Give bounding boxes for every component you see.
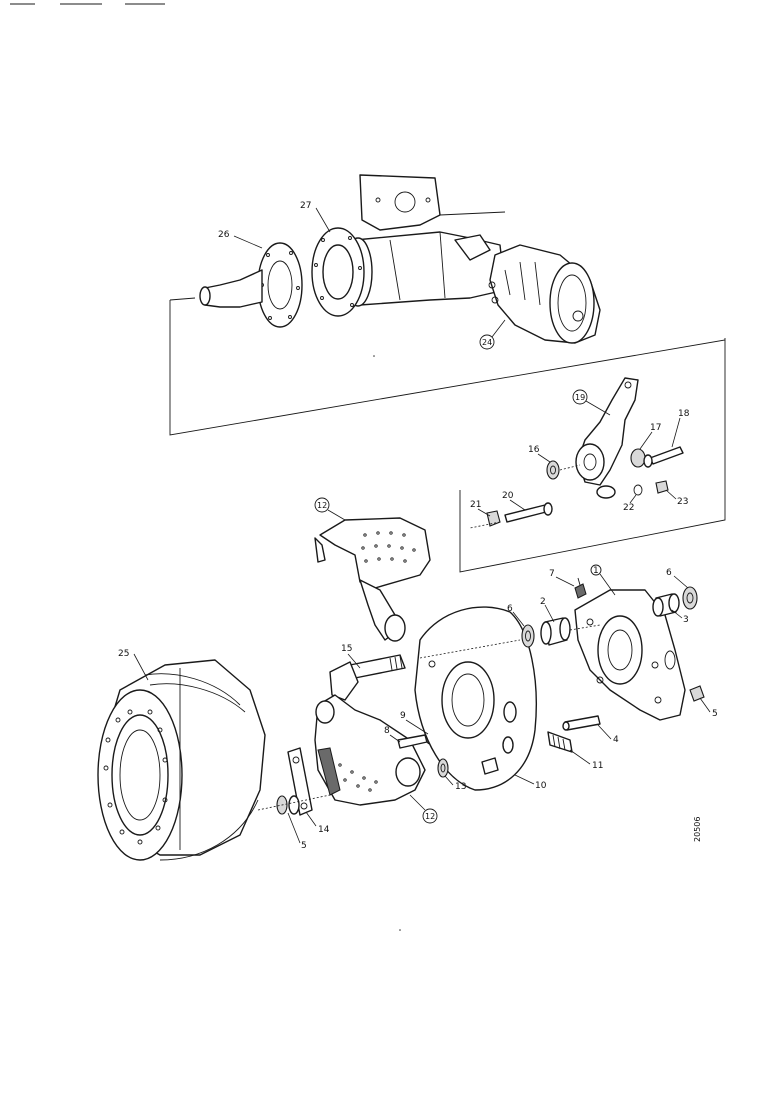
alignment-lines	[257, 464, 601, 811]
callout-19: 19	[572, 389, 611, 416]
callout-label: 12	[317, 501, 327, 510]
callout-3: 3	[671, 609, 689, 625]
stub-axle-spindle	[199, 242, 303, 328]
callout-13: 13	[444, 775, 466, 792]
bolt-11	[547, 731, 573, 753]
callout-label: 4	[613, 735, 619, 745]
speck	[399, 929, 401, 931]
callout-label: 9	[400, 711, 406, 721]
callout-24: 24	[479, 319, 506, 350]
callout-22: 22	[623, 494, 637, 513]
bushing-3	[652, 593, 680, 617]
slack-adjuster	[575, 377, 639, 499]
callout-label: 6	[666, 568, 672, 578]
callout-label: 8	[384, 726, 390, 736]
callout-label: 14	[318, 825, 330, 835]
callout-5-right: 5	[699, 697, 718, 719]
callout-label: 19	[575, 393, 585, 402]
callout-label: 17	[650, 423, 661, 433]
callout-5-lower: 5	[287, 812, 307, 851]
lower-lining-rivets	[338, 763, 378, 792]
shoe-lining-rivets	[361, 531, 416, 563]
callout-12-lower: 12	[409, 794, 438, 824]
dust-shield	[414, 606, 537, 791]
axle-housing	[343, 174, 506, 307]
callout-6-middle: 6	[507, 604, 525, 627]
callout-11: 11	[569, 749, 603, 771]
callout-2: 2	[540, 597, 555, 623]
callout-16: 16	[528, 445, 551, 463]
callout-label: 7	[549, 569, 555, 579]
callout-label: 26	[218, 230, 230, 240]
callout-label: 18	[678, 409, 690, 419]
callout-label: 1	[593, 566, 599, 576]
callout-label: 15	[341, 644, 352, 654]
slack-adjuster-frame	[459, 340, 726, 573]
bushing-2	[540, 617, 571, 646]
callout-12-upper: 12	[314, 497, 346, 521]
callout-label: 6	[507, 604, 513, 614]
upper-group-frame	[169, 297, 726, 436]
callout-23: 23	[665, 489, 688, 507]
drum-bolt-holes	[103, 709, 168, 845]
bushing-washer-6	[521, 624, 535, 648]
callout-10: 10	[514, 774, 547, 791]
callout-label: 24	[482, 338, 492, 347]
figure-number: 20506	[693, 817, 702, 842]
callout-6-right: 6	[666, 568, 689, 589]
callout-label: 2	[540, 597, 546, 607]
callout-17: 17	[639, 423, 661, 450]
callout-label: 13	[455, 782, 466, 792]
brake-shoe-upper	[314, 517, 431, 642]
callout-label: 5	[301, 841, 307, 851]
callout-21: 21	[470, 500, 491, 517]
callout-label: 23	[677, 497, 688, 507]
callout-label: 5	[712, 709, 718, 719]
camshaft	[329, 654, 406, 701]
callout-27: 27	[300, 201, 331, 233]
grease-nipple	[574, 577, 587, 599]
callout-label: 16	[528, 445, 540, 455]
slack-adjuster-hardware	[486, 446, 684, 527]
brake-shoe-lower	[314, 694, 426, 806]
callout-label: 11	[592, 761, 603, 771]
callout-4: 4	[597, 724, 619, 745]
callout-15: 15	[341, 644, 361, 669]
callout-label: 3	[683, 615, 689, 625]
callout-9: 9	[400, 711, 429, 735]
callout-25: 25	[118, 649, 149, 681]
callout-20: 20	[502, 491, 526, 511]
stud-4	[562, 715, 601, 731]
callout-label: 27	[300, 201, 311, 211]
callout-1: 1	[590, 564, 616, 596]
camshaft-bracket	[574, 589, 686, 721]
washer-lower-left	[276, 795, 300, 815]
flange-gasket	[311, 227, 365, 317]
callout-18: 18	[671, 409, 690, 448]
brake-chamber	[488, 244, 601, 344]
callout-26: 26	[218, 230, 263, 249]
speck	[373, 355, 375, 357]
callout-label: 12	[425, 812, 435, 821]
callout-7: 7	[549, 569, 575, 587]
washer-6-right	[682, 586, 698, 610]
callout-14: 14	[305, 811, 330, 835]
callout-label: 22	[623, 503, 634, 513]
callout-label: 25	[118, 649, 129, 659]
link-plate	[287, 747, 313, 816]
callout-8: 8	[384, 726, 401, 743]
callout-label: 10	[535, 781, 547, 791]
washer-13	[437, 758, 449, 778]
brake-drum	[97, 659, 266, 861]
callout-label: 20	[502, 491, 514, 501]
callout-label: 21	[470, 500, 481, 510]
nut-right	[689, 685, 705, 702]
